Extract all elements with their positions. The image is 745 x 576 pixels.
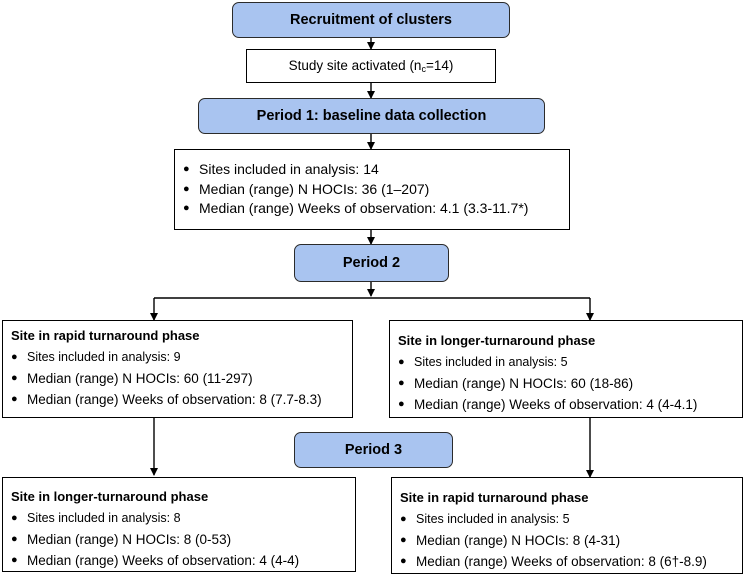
period2-header: Period 2 [294, 244, 449, 282]
list-item: Sites included in analysis: 14 [183, 160, 561, 180]
list-item: Median (range) N HOCIs: 8 (4-31) [400, 530, 734, 551]
list-item: Median (range) Weeks of observation: 8 (… [11, 389, 344, 410]
list-item: Median (range) Weeks of observation: 8 (… [400, 551, 734, 572]
period2-left-box: Site in rapid turnaround phase Sites inc… [2, 320, 353, 418]
period2-left-title: Site in rapid turnaround phase [11, 328, 200, 343]
list-item: Median (range) N HOCIs: 60 (18-86) [398, 373, 734, 394]
list-item: Sites included in analysis: 9 [11, 347, 344, 368]
list-item: Sites included in analysis: 8 [11, 508, 347, 529]
list-item: Median (range) N HOCIs: 8 (0-53) [11, 529, 347, 550]
activation-text: Study site activated (nc=14) [288, 58, 454, 74]
list-item: Median (range) Weeks of observation: 4 (… [11, 550, 347, 571]
list-item: Median (range) N HOCIs: 36 (1–207) [183, 180, 561, 200]
list-item: Sites included in analysis: 5 [398, 352, 734, 373]
period2-right-title: Site in longer-turnaround phase [398, 333, 596, 348]
period3-right-title: Site in rapid turnaround phase [400, 490, 589, 505]
list-item: Median (range) Weeks of observation: 4.1… [183, 199, 561, 219]
recruitment-box: Recruitment of clusters [232, 2, 510, 38]
period1-summary-list: Sites included in analysis: 14 Median (r… [183, 160, 561, 219]
period1-header: Period 1: baseline data collection [198, 98, 545, 134]
period3-left-box: Site in longer-turnaround phase Sites in… [2, 477, 356, 572]
period3-left-title: Site in longer-turnaround phase [11, 489, 209, 504]
list-item: Median (range) Weeks of observation: 4 (… [398, 394, 734, 415]
recruitment-title: Recruitment of clusters [290, 12, 452, 28]
period3-header: Period 3 [294, 432, 453, 468]
list-item: Median (range) N HOCIs: 60 (11-297) [11, 368, 344, 389]
period1-summary-box: Sites included in analysis: 14 Median (r… [174, 149, 570, 230]
period2-title: Period 2 [342, 255, 401, 271]
period3-title: Period 3 [344, 442, 403, 458]
activation-box: Study site activated (nc=14) [246, 49, 496, 83]
period3-right-box: Site in rapid turnaround phase Sites inc… [391, 477, 743, 574]
list-item: Sites included in analysis: 5 [400, 509, 734, 530]
period2-right-box: Site in longer-turnaround phase Sites in… [389, 320, 743, 418]
period1-title: Period 1: baseline data collection [256, 108, 487, 124]
